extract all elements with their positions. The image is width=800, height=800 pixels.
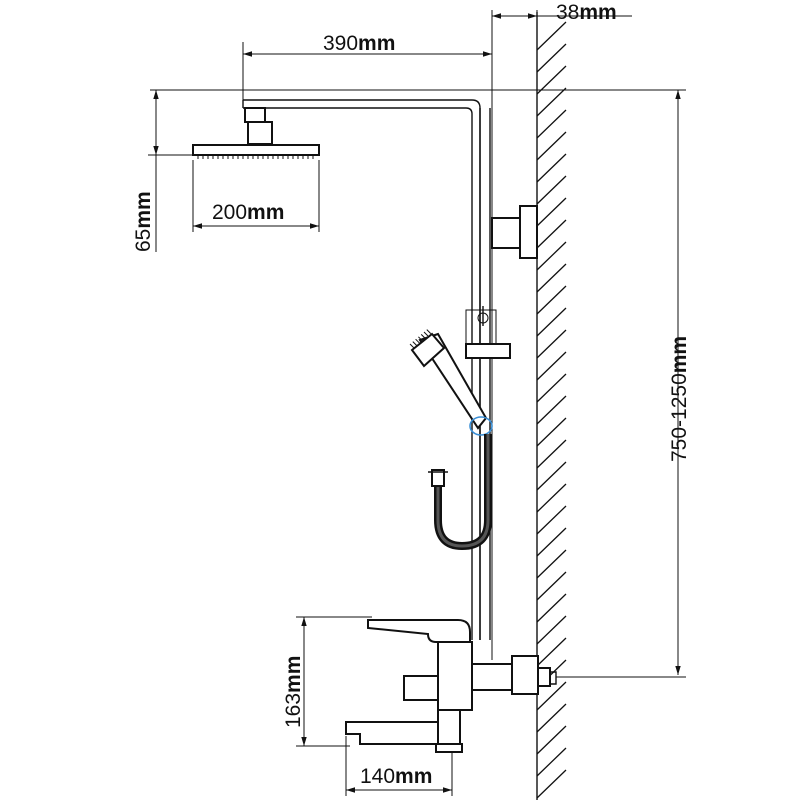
dim-column-height: 750-1250mm [556, 90, 691, 678]
shower-column [242, 20, 493, 660]
hand-shower-nozzles [409, 329, 432, 349]
dim-head-height-label: 65mm [132, 191, 155, 252]
dim-head-height: 65mm [132, 90, 194, 252]
hand-shower [409, 329, 493, 436]
dim-mixer-height: 163mm [282, 616, 372, 747]
upper-wall-bracket [491, 205, 538, 259]
dim-arm-length: 390mm [242, 32, 492, 102]
dim-head-width: 200mm [192, 160, 320, 232]
shower-head [192, 107, 320, 159]
wall-hatching [536, 21, 567, 799]
dim-wall-offset-label: 38mm [556, 1, 617, 24]
hand-shower-holder [465, 306, 511, 359]
dim-mixer-height-label: 163mm [282, 656, 305, 728]
hand-shower-connector [469, 416, 493, 436]
dim-spout-length: 140mm [345, 736, 453, 796]
bath-mixer [345, 619, 557, 753]
dim-column-height-label: 750-1250mm [668, 336, 691, 462]
dim-head-width-label: 200mm [212, 201, 284, 224]
dim-spout-length-label: 140mm [360, 765, 432, 788]
shower-hose [428, 434, 492, 551]
dim-arm-length-label: 390mm [323, 32, 395, 55]
shower-head-nozzles [197, 155, 314, 159]
dim-wall-offset: 38mm [491, 1, 632, 60]
